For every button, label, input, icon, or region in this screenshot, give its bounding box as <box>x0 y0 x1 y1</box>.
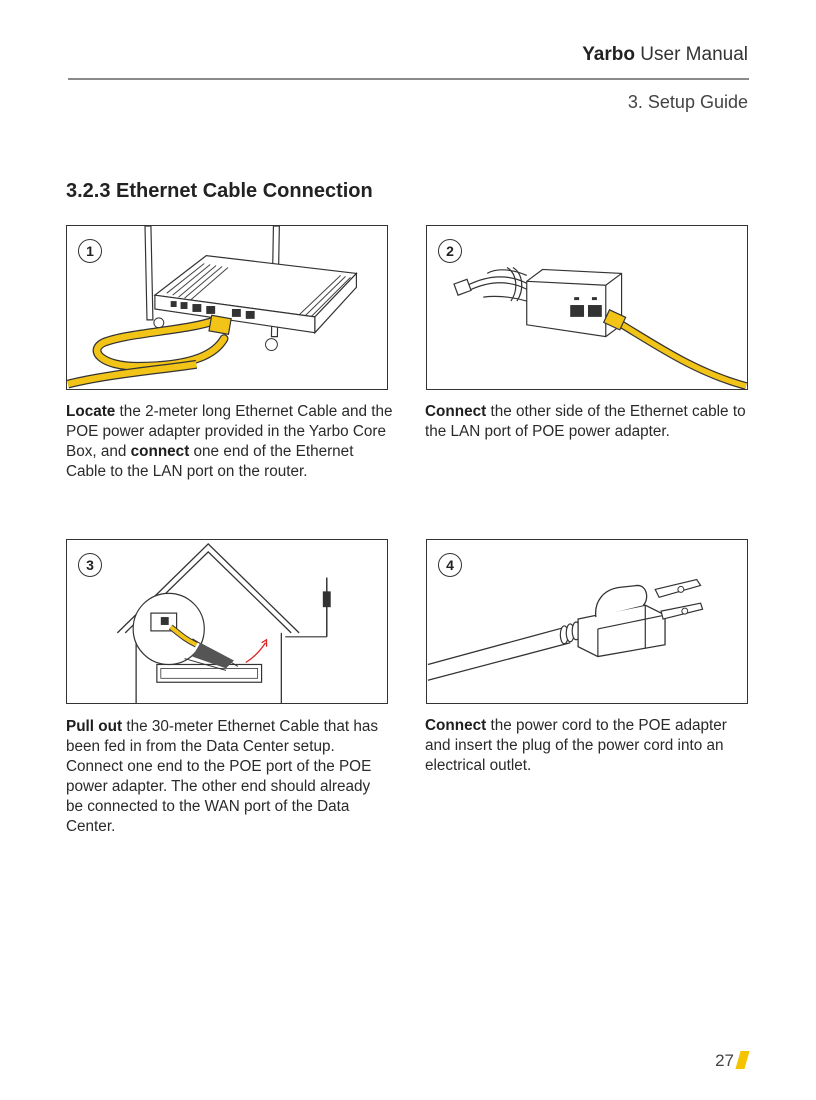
manual-title: Yarbo User Manual <box>582 44 748 66</box>
page-number: 27 <box>715 1051 734 1070</box>
step-4-text: the power cord to the POE adapter and in… <box>425 717 727 774</box>
step-4-action: Connect <box>425 717 487 734</box>
step-number-badge: 3 <box>78 553 102 577</box>
step-2-action: Connect <box>425 403 487 420</box>
page-accent-mark <box>735 1051 750 1069</box>
step-number-badge: 2 <box>438 239 462 263</box>
step-1-action-2: connect <box>130 443 190 460</box>
step-2-description: Connect the other side of the Ethernet c… <box>425 402 750 442</box>
step-1-text: the 2-meter long Ethernet Cable and the … <box>66 403 393 460</box>
step-3-description: Pull out the 30-meter Ethernet Cable tha… <box>66 717 386 837</box>
step-number-badge: 1 <box>78 239 102 263</box>
manual-title-text: User Manual <box>640 44 748 65</box>
step-3-text: the 30-meter Ethernet Cable that has bee… <box>66 718 379 835</box>
house-illustration <box>116 543 331 703</box>
step-1-description: Locate the 2-meter long Ethernet Cable a… <box>66 402 396 482</box>
step-1-action: Locate <box>66 403 116 420</box>
figure-step-4: 4 <box>426 539 748 704</box>
section-heading: 3.2.3 Ethernet Cable Connection <box>66 180 373 202</box>
power-plug-illustration <box>427 578 704 681</box>
step-4-description: Connect the power cord to the POE adapte… <box>425 716 755 776</box>
figure-step-3: 3 <box>66 539 388 704</box>
section-label: 3. Setup Guide <box>627 92 748 112</box>
router-illustration <box>67 226 358 389</box>
figure-step-1: 1 <box>66 225 388 390</box>
header-divider <box>68 78 749 80</box>
step-1-text-2: one end of the Ethernet Cable to the LAN… <box>66 443 354 480</box>
poe-adapter-illustration <box>453 266 747 389</box>
step-2-text: the other side of the Ethernet cable to … <box>425 403 746 440</box>
brand-name: Yarbo <box>582 44 635 65</box>
figure-step-2: 2 <box>426 225 748 390</box>
step-number-badge: 4 <box>438 553 462 577</box>
step-3-action: Pull out <box>66 718 123 735</box>
